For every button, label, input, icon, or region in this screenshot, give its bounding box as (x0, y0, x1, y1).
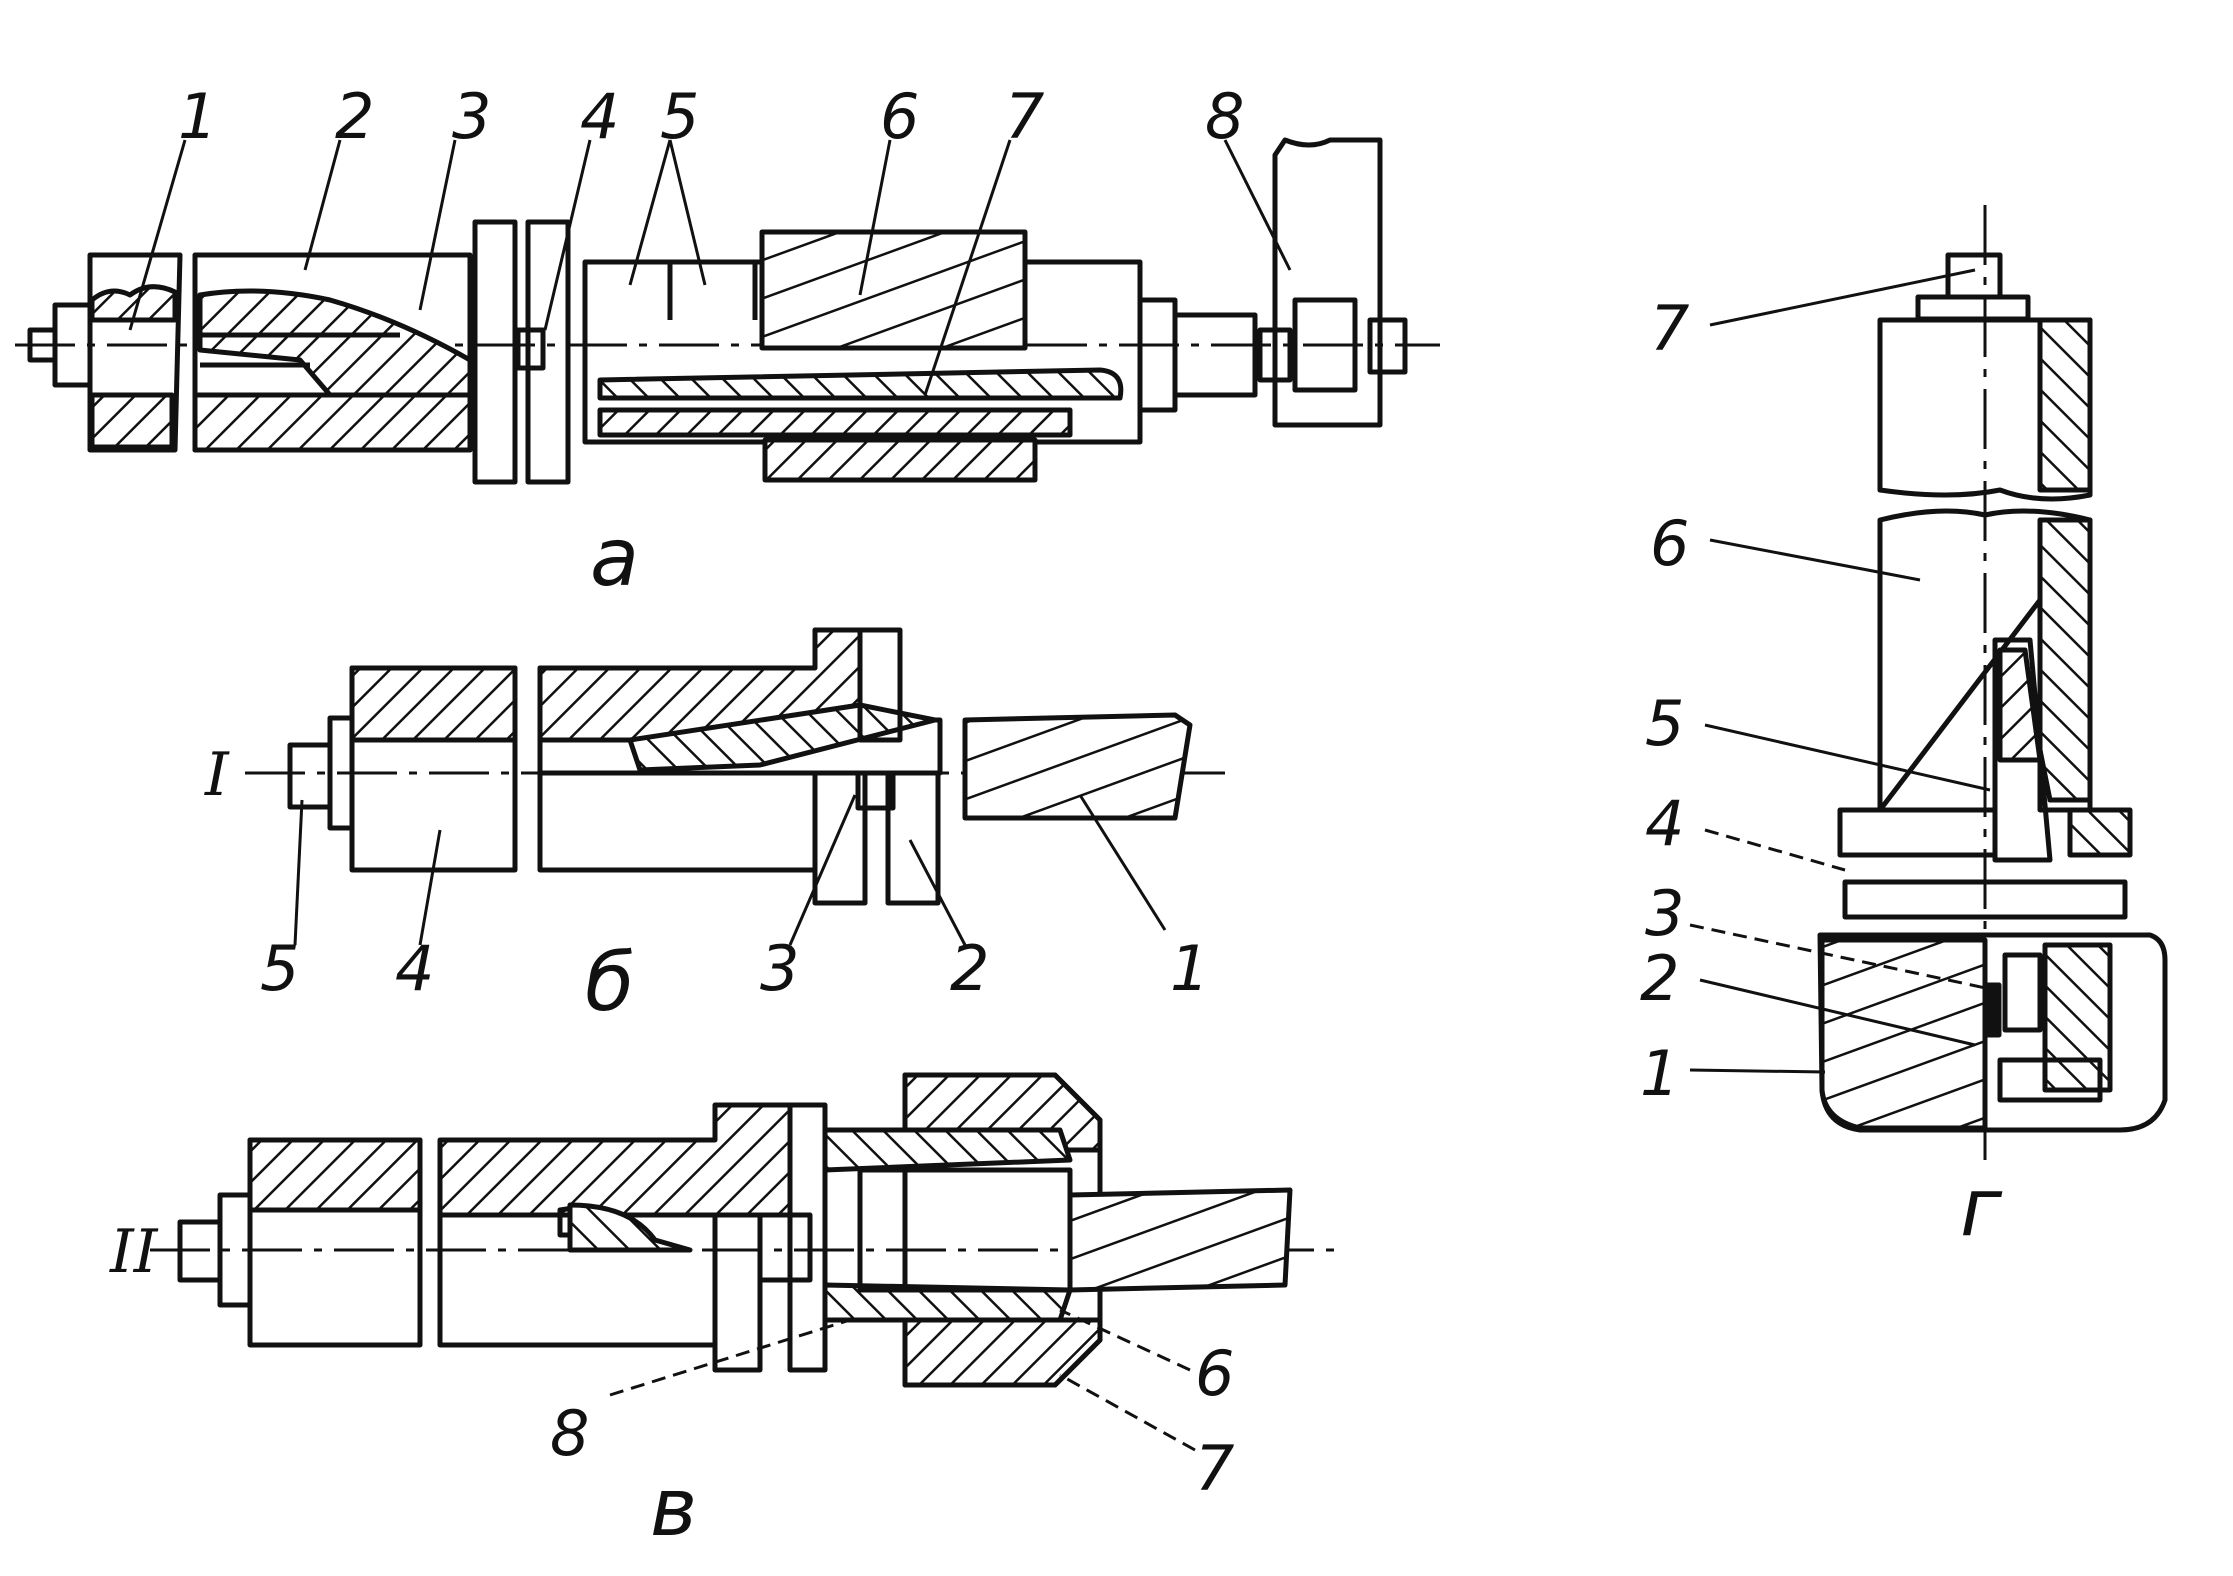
eye-bolt-8-a (1292, 297, 1358, 393)
label-b-5: 5 (260, 932, 299, 1005)
cable-6-a (759, 229, 1028, 351)
caption-v: в (650, 1461, 697, 1554)
disc-g (1842, 879, 2128, 920)
view-g-labels: 7 6 5 4 3 2 1 г (1640, 292, 2003, 1254)
washer-g (1915, 294, 2031, 322)
label-g-4: 4 (1645, 787, 1684, 860)
label-b-2: 2 (950, 932, 989, 1005)
sleeve-6-v (822, 1127, 1073, 1173)
cable-1-b (962, 712, 1193, 821)
label-a-2: 2 (335, 80, 374, 153)
cable-v (1067, 1187, 1293, 1293)
flange-1-a (472, 219, 518, 485)
lever-8-a (1272, 137, 1383, 428)
flange-v-2 (787, 1102, 828, 1373)
label-a-1: 1 (178, 80, 217, 153)
view-g-assembly (1817, 205, 2168, 1160)
leader-lines (128, 139, 1996, 1452)
view-a-labels: 1 2 3 4 5 6 7 8 а (178, 80, 1244, 604)
view-v-labels: II 8 6 7 в (109, 1217, 1234, 1554)
left-washer-a (27, 327, 58, 363)
label-a-5: 5 (660, 80, 699, 153)
view-b-assembly (245, 627, 1235, 906)
taper-5-g (1992, 637, 2053, 863)
label-g-6: 6 (1650, 507, 1689, 580)
disc-3-b (812, 770, 868, 906)
label-v-6: 6 (1195, 1337, 1234, 1410)
view-v-assembly (150, 1072, 1345, 1388)
right-collar-a (1137, 297, 1178, 413)
label-b-1: 1 (1170, 932, 1209, 1005)
taper-v (567, 1202, 693, 1253)
flange-v-1 (712, 1212, 763, 1373)
housing-2-v (437, 1102, 793, 1218)
caption-g: г (1960, 1161, 2003, 1254)
nut-5-b (287, 742, 333, 810)
view-a-assembly (15, 137, 1440, 485)
label-v-8: 8 (550, 1397, 589, 1470)
axis-label-b: I (204, 740, 230, 810)
body-block-1-a (87, 252, 183, 453)
label-g-3: 3 (1645, 877, 1684, 950)
taper-wedge-a (197, 288, 473, 398)
caption-a: а (590, 511, 639, 604)
label-a-6: 6 (880, 80, 919, 153)
flange-4-g (1837, 807, 1998, 858)
axis-label-v: II (109, 1217, 159, 1287)
label-g-1: 1 (1640, 1037, 1679, 1110)
label-a-7: 7 (1005, 80, 1044, 153)
caption-b: б (585, 936, 634, 1029)
label-g-7: 7 (1650, 292, 1689, 365)
liner-7-a (597, 367, 1124, 401)
disc-2-b (885, 770, 941, 906)
label-a-3: 3 (452, 80, 491, 153)
nut-7-g (1945, 252, 2003, 300)
right-shaft-a (1172, 312, 1258, 398)
label-b-3: 3 (760, 932, 799, 1005)
label-g-2: 2 (1640, 942, 1679, 1015)
label-a-8: 8 (1205, 80, 1244, 153)
label-v-7: 7 (1195, 1432, 1234, 1505)
body-6-g (1877, 317, 2093, 502)
view-b-labels: I 5 4 3 2 1 б (204, 740, 1209, 1029)
label-g-5: 5 (1645, 687, 1684, 760)
flange-2-a (525, 219, 571, 485)
label-a-4: 4 (580, 80, 619, 153)
label-b-4: 4 (395, 932, 434, 1005)
pin-4-a (515, 327, 546, 371)
